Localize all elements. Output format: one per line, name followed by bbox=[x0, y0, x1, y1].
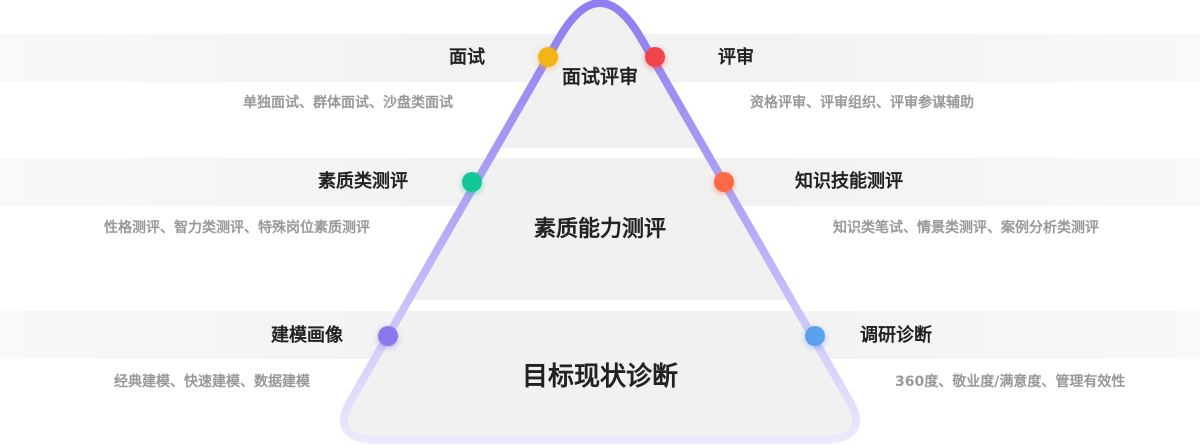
tier-bottom-fill bbox=[343, 311, 857, 440]
dot-modeling bbox=[378, 326, 398, 346]
survey-desc: 360度、敬业度/满意度、管理有效性 bbox=[895, 374, 1126, 390]
dot-survey bbox=[805, 326, 825, 346]
knowledge-desc: 知识类笔试、情景类测评、案例分析类测评 bbox=[833, 220, 1099, 236]
dot-quality bbox=[462, 172, 482, 192]
tier-middle-label: 素质能力测评 bbox=[533, 217, 667, 242]
modeling-desc: 经典建模、快速建模、数据建模 bbox=[114, 374, 310, 390]
quality-desc: 性格测评、智力类测评、特殊岗位素质测评 bbox=[104, 220, 370, 236]
interview-title: 面试 bbox=[449, 47, 485, 68]
interview-desc: 单独面试、群体面试、沙盘类面试 bbox=[243, 95, 453, 111]
tier-top-label: 面试评审 bbox=[561, 66, 639, 88]
dot-interview bbox=[538, 47, 558, 67]
review-title: 评审 bbox=[718, 47, 754, 68]
quality-title: 素质类测评 bbox=[318, 171, 408, 192]
dot-knowledge bbox=[714, 172, 734, 192]
survey-title: 调研诊断 bbox=[860, 325, 932, 346]
dot-review bbox=[645, 47, 665, 67]
triangle-outline bbox=[339, 0, 861, 444]
tier-bottom-label: 目标现状诊断 bbox=[521, 362, 679, 392]
modeling-title: 建模画像 bbox=[271, 325, 343, 346]
review-desc: 资格评审、评审组织、评审参谋辅助 bbox=[750, 95, 974, 111]
knowledge-title: 知识技能测评 bbox=[795, 171, 903, 192]
